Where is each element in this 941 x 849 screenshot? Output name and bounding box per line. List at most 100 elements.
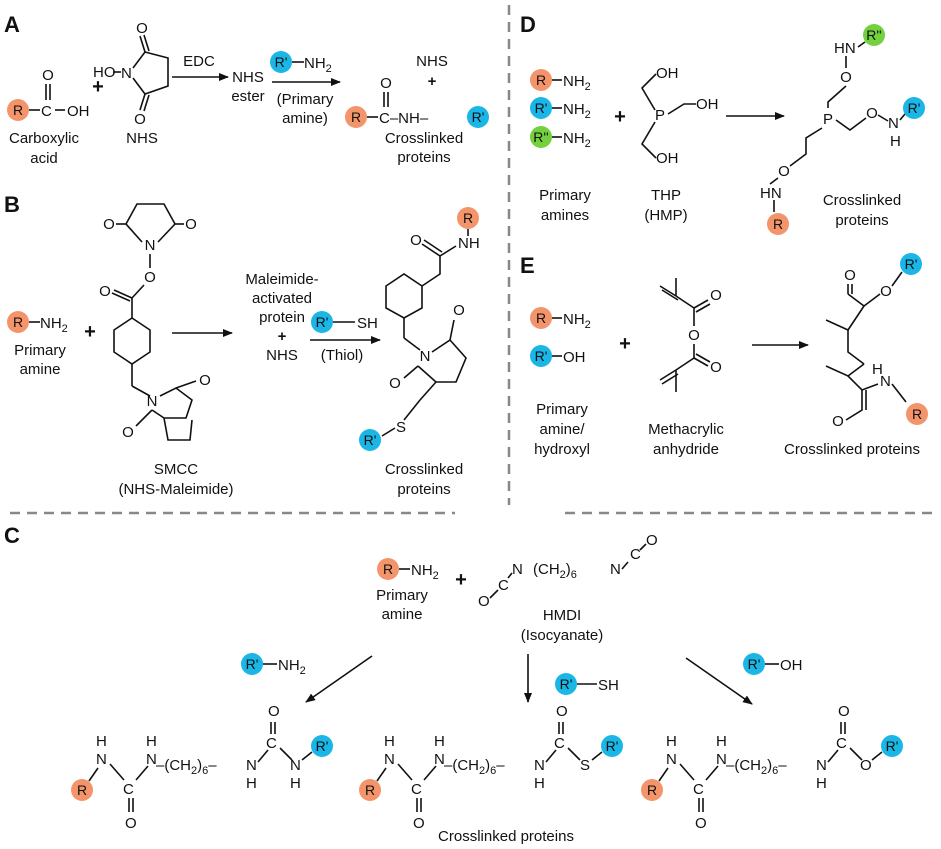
product-label-1: Crosslinked — [385, 461, 463, 478]
r-prime-group-blue — [530, 345, 552, 367]
smcc-oxygen-1: O — [103, 216, 115, 233]
reagent-r-label-amine: R' — [246, 656, 259, 672]
urea-n3: N — [246, 757, 257, 774]
product-label-1: Crosslinked — [385, 130, 463, 147]
r-prime-label: R' — [316, 314, 329, 330]
panel-a: R C O OH Carboxylic acid + HO N O O NHS … — [7, 20, 489, 167]
nhs-label: NHS — [266, 347, 298, 364]
reagent-r-blue-amine — [241, 653, 263, 675]
r-group-label: R — [13, 314, 23, 330]
thio-s: S — [580, 757, 590, 774]
product-r-prime-label: R' — [364, 432, 377, 448]
primary-amine-label-1: Primary — [376, 587, 428, 604]
oxygen-atom: O — [42, 67, 54, 84]
hydroxyl-arrow — [685, 657, 753, 705]
urea-h1: H — [96, 733, 107, 750]
product-nh-n: N — [880, 373, 891, 390]
hmdi-o-left: O — [478, 593, 490, 610]
ure-n2: N — [716, 751, 727, 768]
urea-n1: N — [96, 751, 107, 768]
amine-nh: NH2 — [40, 315, 68, 335]
product-r-green-label: R'' — [866, 27, 881, 43]
nhs-ester-label-1: NHS — [232, 69, 264, 86]
amine-arrow — [305, 655, 373, 703]
product-o-right: O — [866, 105, 878, 122]
primary-amines-label-1: Primary — [539, 187, 591, 204]
product-r-orange — [345, 106, 367, 128]
r-group-orange — [530, 69, 552, 91]
reagent-oh: OH — [780, 657, 803, 674]
panel-label-e: E — [520, 253, 535, 278]
amine-nh: NH2 — [563, 311, 591, 331]
urea-h4: H — [290, 775, 301, 792]
thp-oh-1: OH — [656, 65, 679, 82]
hmdi-n-right: N — [610, 561, 621, 578]
primary-amine-label-2: amine — [20, 361, 61, 378]
ure-chain: –(CH2)6– — [726, 757, 787, 777]
ure-h1: H — [666, 733, 677, 750]
product-label-2: proteins — [835, 212, 888, 229]
product-oxygen-1: O — [453, 302, 465, 319]
product-r-blue-label: R' — [905, 256, 918, 272]
smcc-maleimide-oxygen-1: O — [199, 372, 211, 389]
panel-label-b: B — [4, 192, 20, 217]
urea-c2: C — [266, 735, 277, 752]
product-n-right: N — [888, 115, 899, 132]
r-double-prime-label: R'' — [533, 129, 548, 145]
anhydride-o-bridge: O — [688, 327, 700, 344]
urea-o2: O — [268, 703, 280, 720]
product-r-blue — [903, 97, 925, 119]
product-r-green — [863, 24, 885, 46]
product-r-blue-label: R' — [606, 738, 619, 754]
r-group-label: R — [536, 72, 546, 88]
hmdi-c-left: C — [498, 577, 509, 594]
product-oxygen-2: O — [389, 375, 401, 392]
product-r-orange — [71, 779, 93, 801]
urea-n2: N — [146, 751, 157, 768]
hmdi-chain: (CH2)6 — [533, 561, 577, 581]
panel-label-d: D — [520, 12, 536, 37]
urea-c1: C — [123, 781, 134, 798]
r-group-orange — [7, 311, 29, 333]
product-r-orange — [767, 213, 789, 235]
product-label-1: Crosslinked — [823, 192, 901, 209]
reagent-sh: SH — [598, 677, 619, 694]
hmdi-n-left: N — [512, 561, 523, 578]
r-prime-label: R' — [275, 54, 288, 70]
product-carbonyl-oxygen: O — [410, 232, 422, 249]
smcc-carbonyl-oxygen: O — [99, 283, 111, 300]
product-o-top: O — [840, 69, 852, 86]
anhydride-o-2: O — [710, 359, 722, 376]
thio-c2: C — [554, 735, 565, 752]
product-thiocarbamate: R N H C O N H –(CH2)6– N H C O S R' — [359, 703, 623, 832]
thp-label-2: (HMP) — [644, 207, 687, 224]
edc-label: EDC — [183, 53, 215, 70]
ure-c1: C — [693, 781, 704, 798]
nhs-label: NHS — [126, 130, 158, 147]
r-prime-label: R' — [535, 100, 548, 116]
product-r-orange — [457, 207, 479, 229]
carboxylic-acid-label-2: acid — [30, 150, 58, 167]
urea-h2: H — [146, 733, 157, 750]
thp-oh-3: OH — [656, 150, 679, 167]
primary-amine-note-2: amine) — [282, 110, 328, 127]
primary-hydroxyl-label-2: amine/ — [539, 421, 585, 438]
urea-o1: O — [125, 815, 137, 832]
primary-amine-label-1: Primary — [14, 342, 66, 359]
r-prime-group-blue — [530, 97, 552, 119]
ure-n1: N — [666, 751, 677, 768]
r-group-label: R — [383, 561, 393, 577]
panel-e: R NH2 R' OH Primary amine/ hydroxyl + O … — [530, 253, 928, 458]
nhs-oxygen-bottom: O — [134, 111, 146, 128]
thp-label-1: THP — [651, 187, 681, 204]
thp-oh-2: OH — [696, 96, 719, 113]
product-h-right: H — [890, 133, 901, 150]
product-r-blue-label: R' — [908, 100, 921, 116]
nhs-byproduct-label: NHS — [416, 53, 448, 70]
maleimide-label-2: activated — [252, 290, 312, 307]
r-prime-group-blue — [270, 51, 292, 73]
primary-amine-label-2: amine — [382, 606, 423, 623]
product-r-blue — [311, 735, 333, 757]
thio-c1: C — [411, 781, 422, 798]
